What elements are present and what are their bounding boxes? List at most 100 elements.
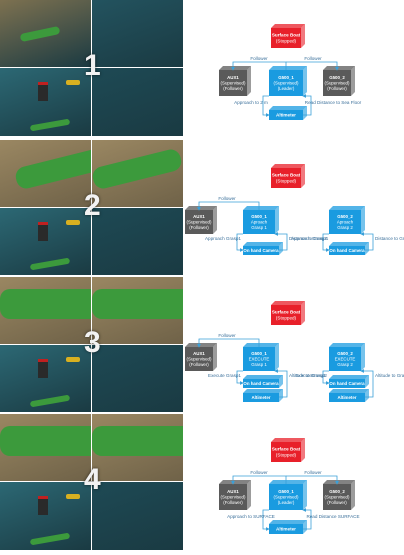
box-side <box>213 343 217 371</box>
diagram-svg: Surface Boat(Stopped)AUX1(Supervised)(Fo… <box>219 438 360 534</box>
on-hand-camera-node: On hand Camera <box>329 242 369 255</box>
robot-camera-view <box>0 68 91 136</box>
box-face <box>269 70 303 96</box>
box-face <box>271 28 301 48</box>
follower-edge-left <box>231 475 287 485</box>
box-label: Surface Boat <box>272 33 301 38</box>
robot-camera-view <box>0 345 91 412</box>
box-label: G500_1 <box>251 351 267 356</box>
g500-2-node: G500_2(Supervised)(Follower) <box>323 66 355 96</box>
box-label: (Supervised) <box>187 357 212 362</box>
box-side <box>301 164 305 188</box>
altimeter-node: Altimeter <box>269 106 307 120</box>
box-label: G500_2 <box>329 489 345 494</box>
on-hand-camera-node: On hand Camera <box>329 375 369 388</box>
box-label: (Follower) <box>223 86 243 91</box>
robot-icon <box>38 222 48 241</box>
box-face <box>329 393 365 402</box>
g500-2-node: G500_2(Supervised)(Follower) <box>323 480 355 510</box>
surface-boat-node: Surface Boat(Stopped) <box>271 301 305 325</box>
box-label: Grasp 2 <box>337 225 353 230</box>
box-face <box>329 379 365 388</box>
step-number: 4 <box>84 463 101 496</box>
box-label: AUX1 <box>227 489 239 494</box>
robot-icon <box>38 496 48 515</box>
edge-label: Distance to Grasp1 <box>289 236 329 241</box>
edge-label: Follower <box>218 196 236 201</box>
aux1-node: AUX1(Supervised)(Follower) <box>185 206 217 234</box>
box-top <box>329 206 365 210</box>
robot-icon <box>38 82 48 101</box>
box-face <box>329 210 361 234</box>
box-face <box>219 70 247 96</box>
box-label: G500_2 <box>337 214 353 219</box>
box-label: EXECUTE <box>335 357 356 362</box>
box-side <box>279 389 283 402</box>
sonar-camera-view <box>92 482 183 550</box>
green-pipe <box>29 118 71 132</box>
box-label: (Stopped) <box>276 179 297 184</box>
box-label: Aproach <box>337 220 354 225</box>
green-pipe <box>92 147 183 191</box>
diagram-svg: Surface Boat(Stopped) AUX1(Supervised)(Fo… <box>185 164 404 255</box>
sonar-camera-view <box>92 208 183 275</box>
auxiliary-camera-view <box>92 414 183 481</box>
seabed-camera-view <box>0 140 91 207</box>
box-top <box>243 206 279 210</box>
seabed-camera-view <box>0 414 91 481</box>
box-label: On hand Camera <box>243 248 279 253</box>
box-top <box>185 206 217 210</box>
box-side <box>275 343 279 371</box>
box-top <box>329 375 369 379</box>
box-label: (Supervised) <box>221 495 246 500</box>
box-label: (Supervised) <box>325 81 350 86</box>
auxiliary-camera-view <box>92 277 183 344</box>
step-number: 2 <box>84 189 101 222</box>
box-face <box>243 347 275 371</box>
box-label: Altimeter <box>337 395 356 400</box>
task-diagram-4: Surface Boat(Stopped)AUX1(Supervised)(Fo… <box>183 414 404 550</box>
box-label: (Stopped) <box>276 316 297 321</box>
box-top <box>323 480 355 484</box>
box-label: (Stopped) <box>276 39 297 44</box>
box-label: Surface Boat <box>272 173 301 178</box>
box-side <box>247 480 251 510</box>
edge-label: Altitude to Grasp1 <box>289 373 326 378</box>
box-face <box>271 168 301 188</box>
box-label: (Supervised) <box>274 81 299 86</box>
box-side <box>213 206 217 234</box>
box-top <box>269 106 307 110</box>
yellow-vehicle-icon <box>66 80 80 85</box>
box-side <box>301 24 305 48</box>
box-label: G500_1 <box>251 214 267 219</box>
box-label: Aproach <box>251 220 268 225</box>
box-face <box>329 347 361 371</box>
box-label: (Follower) <box>327 86 347 91</box>
follower-edge <box>197 338 260 348</box>
box-label: EXECUTE <box>249 357 270 362</box>
follower-edge-right <box>286 475 339 485</box>
box-face <box>219 484 247 510</box>
box-face <box>185 210 213 234</box>
box-label: (Follower) <box>189 225 209 230</box>
box-side <box>279 375 283 388</box>
box-face <box>185 347 213 371</box>
yellow-vehicle-icon <box>66 220 80 225</box>
edge-label: Distance to Grasp2 <box>375 236 404 241</box>
altimeter-node: Altimeter <box>269 520 307 534</box>
step-number: 1 <box>84 49 101 82</box>
box-side <box>365 242 369 255</box>
box-top <box>329 242 369 246</box>
sonar-camera-view <box>92 68 183 136</box>
altimeter-node: Altimeter <box>243 389 283 402</box>
green-pipe <box>0 426 91 456</box>
box-face <box>269 524 303 534</box>
box-label: Grasp 1 <box>251 362 267 367</box>
box-label: AUX1 <box>227 75 239 80</box>
altitude-grasp1-edge <box>274 369 288 398</box>
edge-label: Follower <box>304 470 322 475</box>
box-top <box>243 242 283 246</box>
box-label: Surface Boat <box>272 310 301 315</box>
surface-boat-node: Surface Boat(Stopped) <box>271 164 305 188</box>
